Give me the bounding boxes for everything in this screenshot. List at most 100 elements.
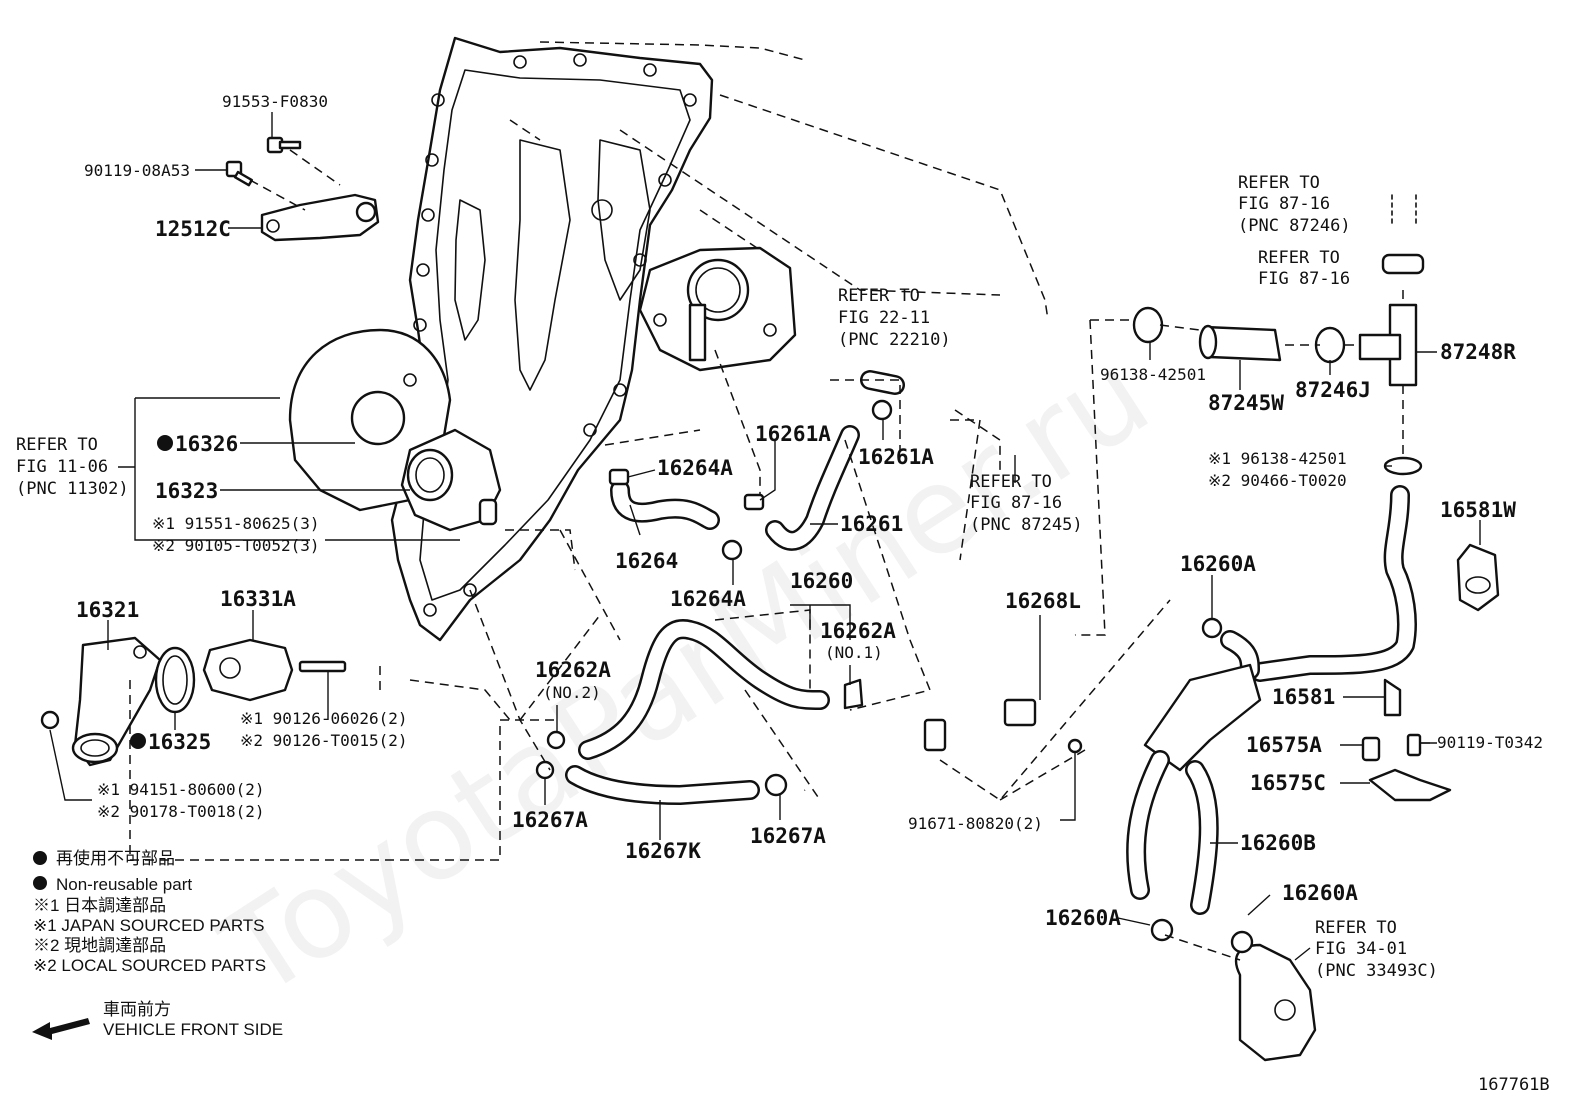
o-ring-16326 (350, 390, 406, 446)
bolt-90119-t0342 (1406, 733, 1422, 757)
legend-line-3: ※1 日本調達部品 (33, 896, 166, 915)
legend-line-1: 再使用不可部品 (56, 848, 175, 868)
clamp-16581 (1383, 678, 1402, 717)
vacuum-pump (1150, 918, 1317, 1062)
bracket-16575c (1368, 768, 1452, 802)
label-16264a: 16264A (657, 456, 733, 480)
hose-87245w (1198, 324, 1282, 362)
hose-16264 (610, 480, 720, 530)
hose-16581w (1456, 543, 1500, 612)
label-16264: 16264 (615, 549, 678, 573)
label-16262a: 16262A (820, 619, 896, 643)
label-ref1-a: REFER TO (16, 435, 98, 455)
part-labels: 91553-F0830 90119-08A53 12512C REFER TO … (16, 92, 1543, 981)
label-ref4-c: (PNC 87246) (1238, 216, 1351, 236)
label-16260a: 16260A (1045, 906, 1121, 930)
legend-line-2: Non-reusable part (56, 875, 192, 894)
label-16575c: 16575C (1250, 771, 1326, 795)
figure-id: 167761B (1478, 1075, 1550, 1095)
label-ref1-b: FIG 11-06 (16, 457, 108, 477)
label-16264a: 16264A (670, 587, 746, 611)
valve-16260b (1126, 663, 1262, 915)
label-ref6-b: FIG 34-01 (1315, 939, 1407, 959)
dashed-reference-lines (129, 319, 1360, 961)
label-90119-t0342: 90119-T0342 (1437, 733, 1543, 752)
label-ref2-c: (PNC 22210) (838, 330, 951, 350)
hose-16260a-upper (1201, 617, 1260, 680)
label-91671: 91671-80820(2) (908, 814, 1043, 833)
label-16325: 16325 (148, 730, 211, 754)
label-96138: 96138-42501 (1100, 365, 1206, 384)
nut-94151 (40, 710, 60, 730)
label-94151: ※1 94151-80600(2) (97, 780, 265, 799)
clamp-87246j (1314, 326, 1346, 364)
label-16326: 16326 (175, 432, 238, 456)
legend: 再使用不可部品 Non-reusable part ※1 日本調達部品 ※1 J… (32, 848, 283, 1040)
tee-87248r (1358, 303, 1418, 387)
water-inlet-16321 (71, 636, 162, 767)
non-reusable-dot (157, 435, 173, 451)
sensor-16575a (1361, 736, 1381, 762)
hose-16260 (578, 619, 830, 760)
label-16267a: 16267A (512, 808, 588, 832)
label-ref1-c: (PNC 11302) (16, 479, 129, 499)
label-90178: ※2 90178-T0018(2) (97, 802, 265, 821)
label-87246j: 87246J (1295, 378, 1371, 402)
label-87245w: 87245W (1208, 391, 1284, 415)
hose-16581 (1250, 485, 1417, 682)
label-ref4-b: FIG 87-16 (1238, 194, 1330, 214)
label-16581: 16581 (1272, 685, 1335, 709)
label-87248r: 87248R (1440, 340, 1516, 364)
label-no1: (NO.1) (825, 643, 883, 662)
label-16321: 16321 (76, 598, 139, 622)
label-ref3-c: (PNC 87245) (970, 515, 1083, 535)
label-16575a: 16575A (1246, 733, 1322, 757)
engine-outline (509, 41, 1049, 321)
label-16262a: 16262A (535, 658, 611, 682)
label-90466: ※2 90466-T0020 (1208, 471, 1347, 490)
label-16260a: 16260A (1282, 881, 1358, 905)
hose-16267k (565, 765, 760, 805)
legend-line-6: ※2 LOCAL SOURCED PARTS (33, 956, 266, 975)
label-no2: (NO.2) (543, 683, 601, 702)
label-16260: 16260 (790, 569, 853, 593)
legend-line-4: ※1 JAPAN SOURCED PARTS (33, 916, 265, 935)
label-91553: 91553-F0830 (222, 92, 328, 111)
label-16323: 16323 (155, 479, 218, 503)
label-16260b: 16260B (1240, 831, 1316, 855)
label-90126-b: ※2 90126-T0015(2) (240, 731, 408, 750)
thermostat-16331a (202, 638, 294, 702)
gasket-16325 (154, 646, 196, 714)
label-16267k: 16267K (625, 839, 701, 863)
label-16331a: 16331A (220, 587, 296, 611)
leader-lines (49, 112, 1481, 961)
label-ref2-a: REFER TO (838, 286, 920, 306)
label-ref3-a: REFER TO (970, 472, 1052, 492)
label-91551: ※1 91551-80625(3) (152, 514, 320, 533)
label-16261a: 16261A (858, 445, 934, 469)
label-16581w: 16581W (1440, 498, 1516, 522)
legend-dot (33, 851, 47, 865)
label-16267a: 16267A (750, 824, 826, 848)
label-12512c: 12512C (155, 217, 231, 241)
hose-16261 (765, 370, 905, 551)
label-16268l: 16268L (1005, 589, 1081, 613)
legend-dot (33, 876, 47, 890)
throttle-body (638, 246, 797, 372)
legend-line-8: VEHICLE FRONT SIDE (103, 1020, 283, 1039)
bolt-90119-08a53 (225, 160, 254, 187)
pipe-16268l (804, 633, 1076, 791)
upper-hose (1381, 194, 1425, 275)
label-90119-08a53: 90119-08A53 (84, 161, 190, 180)
label-16261a: 16261A (755, 422, 831, 446)
label-ref2-b: FIG 22-11 (838, 308, 930, 328)
bolt-91553 (266, 136, 302, 154)
legend-line-7: 車両前方 (103, 1000, 171, 1019)
label-ref6-c: (PNC 33493C) (1315, 961, 1438, 981)
label-ref4-a: REFER TO (1238, 173, 1320, 193)
legend-line-5: ※2 現地調達部品 (33, 936, 166, 955)
label-90105: ※2 90105-T0052(3) (152, 536, 320, 555)
label-ref5-a: REFER TO (1258, 248, 1340, 268)
label-ref3-b: FIG 87-16 (970, 493, 1062, 513)
